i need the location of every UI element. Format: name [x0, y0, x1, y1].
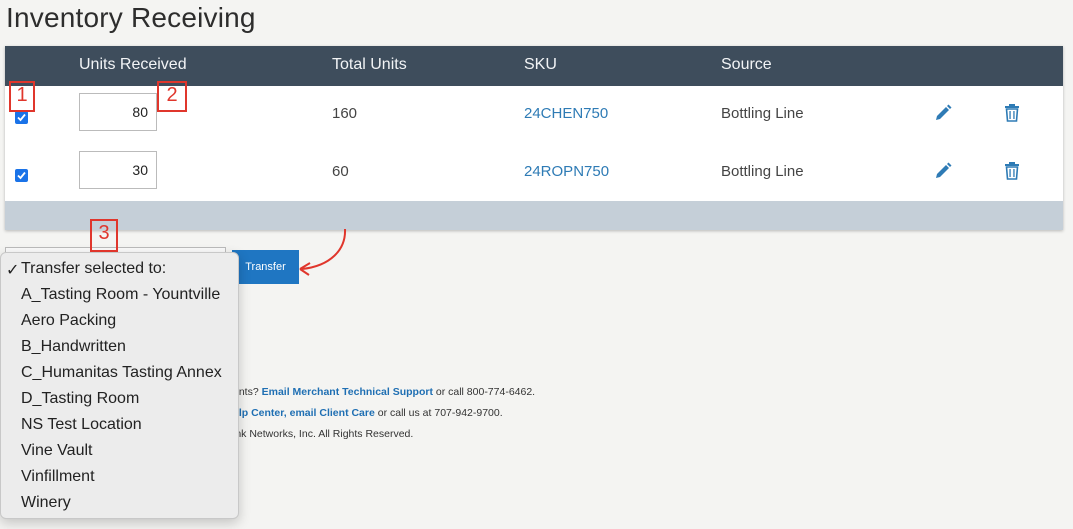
sku-link[interactable]: 24CHEN750 [524, 105, 609, 122]
trash-icon[interactable] [1004, 104, 1020, 127]
total-units: 160 [332, 105, 358, 122]
client-care-link[interactable]: email Client Care [289, 407, 375, 419]
annotation-marker-2: 2 [157, 81, 187, 112]
row-checkbox[interactable] [15, 111, 28, 124]
pencil-icon[interactable] [934, 162, 952, 185]
help-center-link[interactable]: elp Center [233, 407, 284, 419]
dropdown-option[interactable]: B_Handwritten [21, 338, 126, 355]
dropdown-option[interactable]: Vinfillment [21, 468, 95, 485]
table-row: 60 24ROPN750 Bottling Line [5, 144, 1063, 203]
annotation-arrow-icon [299, 228, 347, 276]
dropdown-option[interactable]: Aero Packing [21, 312, 117, 329]
footer-help-line: elp Center, email Client Care or call us… [233, 407, 503, 419]
row-checkbox[interactable] [15, 169, 28, 182]
check-icon [17, 113, 26, 122]
header-source: Source [721, 56, 772, 73]
header-units-received: Units Received [79, 56, 187, 73]
annotation-marker-3: 3 [90, 219, 118, 252]
transfer-dropdown-menu: ✓Transfer selected to: A_Tasting Room - … [0, 252, 239, 519]
checkmark-icon: ✓ [6, 262, 20, 279]
pencil-icon[interactable] [934, 104, 952, 127]
merchant-support-link[interactable]: Email Merchant Technical Support [261, 386, 433, 398]
dropdown-option[interactable]: Vine Vault [21, 442, 93, 459]
dropdown-option[interactable]: A_Tasting Room - Yountville [21, 286, 221, 303]
table-footer [5, 201, 1063, 230]
dropdown-option[interactable]: NS Test Location [21, 416, 142, 433]
footer-support-line: ents? Email Merchant Technical Support o… [233, 386, 536, 398]
check-icon [17, 171, 26, 180]
trash-icon[interactable] [1004, 162, 1020, 185]
table-header: Units Received Total Units SKU Source [5, 46, 1063, 86]
dropdown-option[interactable]: D_Tasting Room [21, 390, 140, 407]
page-title: Inventory Receiving [6, 2, 256, 33]
dropdown-option[interactable]: Winery [21, 494, 71, 511]
dropdown-option-selected[interactable]: ✓Transfer selected to: [6, 260, 167, 279]
inventory-table: Units Received Total Units SKU Source 16… [5, 46, 1063, 230]
source: Bottling Line [721, 163, 804, 180]
table-row: 160 24CHEN750 Bottling Line [5, 86, 1063, 145]
dropdown-option[interactable]: C_Humanitas Tasting Annex [21, 364, 222, 381]
units-received-input[interactable] [79, 93, 157, 131]
units-received-input[interactable] [79, 151, 157, 189]
footer-copyright: ink Networks, Inc. All Rights Reserved. [233, 428, 414, 440]
total-units: 60 [332, 163, 349, 180]
header-total-units: Total Units [332, 56, 407, 73]
sku-link[interactable]: 24ROPN750 [524, 163, 610, 180]
annotation-marker-1: 1 [9, 81, 35, 112]
source: Bottling Line [721, 105, 804, 122]
header-sku: SKU [524, 56, 557, 73]
transfer-button[interactable]: Transfer [232, 250, 299, 284]
